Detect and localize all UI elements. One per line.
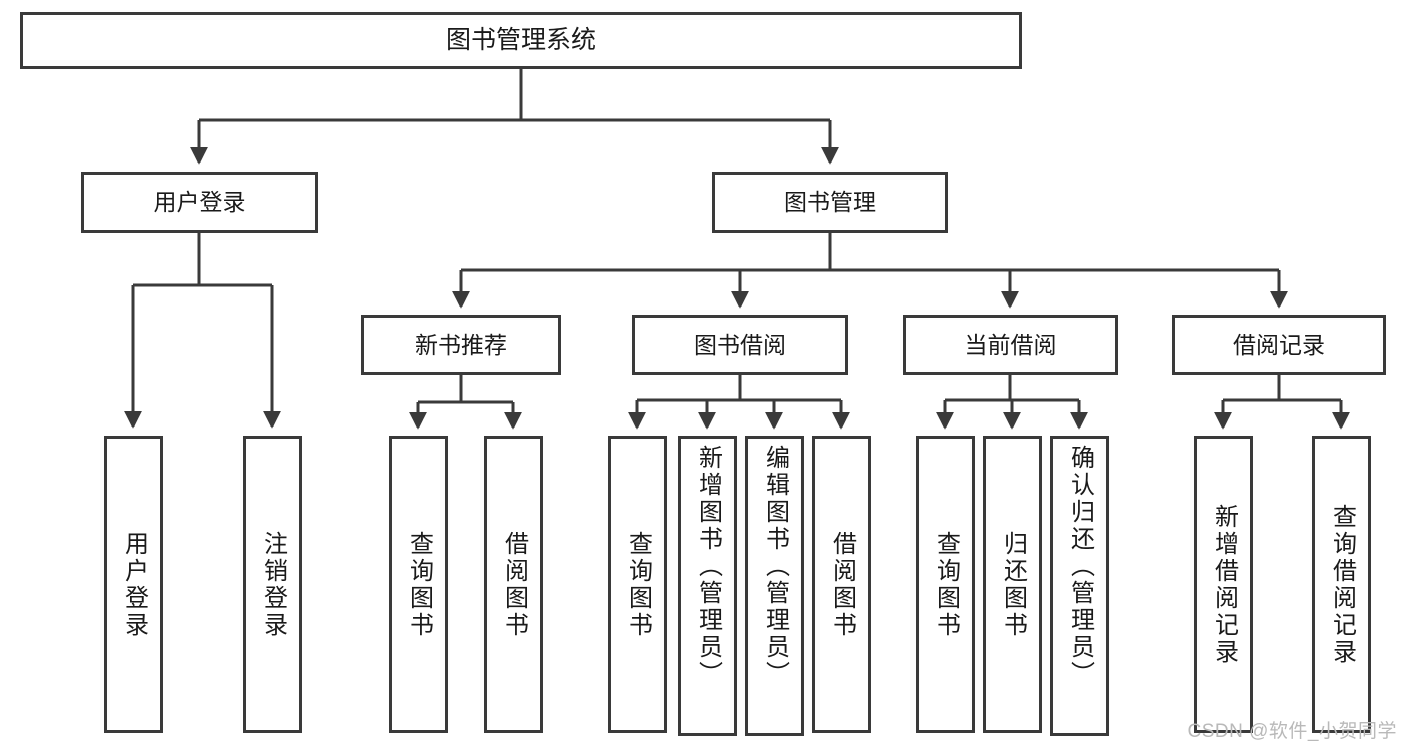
leaf-query-borrow-record[interactable]: 查询借阅记录 — [1312, 436, 1371, 733]
node-label: 编辑图书（管理员） — [761, 445, 789, 688]
node-label: 当前借阅 — [964, 331, 1057, 358]
leaf-user-login[interactable]: 用户登录 — [104, 436, 163, 733]
leaf-borrow-book-recommend[interactable]: 借阅图书 — [484, 436, 543, 733]
leaf-query-book-current[interactable]: 查询图书 — [916, 436, 975, 733]
node-label: 新书推荐 — [415, 331, 507, 358]
leaf-add-book-admin[interactable]: 新增图书（管理员） — [678, 436, 737, 736]
node-label: 注销登录 — [259, 530, 287, 639]
node-new-book-recommend[interactable]: 新书推荐 — [361, 315, 561, 375]
node-label: 查询图书 — [932, 530, 960, 639]
leaf-query-book-borrow[interactable]: 查询图书 — [608, 436, 667, 733]
node-label: 用户登录 — [153, 189, 246, 216]
node-borrow-record[interactable]: 借阅记录 — [1172, 315, 1386, 375]
node-label: 新增借阅记录 — [1210, 503, 1238, 666]
node-label: 用户登录 — [120, 530, 148, 639]
leaf-add-borrow-record[interactable]: 新增借阅记录 — [1194, 436, 1253, 733]
leaf-borrow-book-borrow[interactable]: 借阅图书 — [812, 436, 871, 733]
node-current-borrow[interactable]: 当前借阅 — [903, 315, 1118, 375]
leaf-confirm-return-admin[interactable]: 确认归还（管理员） — [1050, 436, 1109, 736]
node-label: 确认归还（管理员） — [1066, 445, 1094, 688]
node-label: 新增图书（管理员） — [694, 445, 722, 688]
leaf-return-book[interactable]: 归还图书 — [983, 436, 1042, 733]
leaf-query-book-recommend[interactable]: 查询图书 — [389, 436, 448, 733]
leaf-logout-login[interactable]: 注销登录 — [243, 436, 302, 733]
node-label: 图书管理 — [784, 189, 876, 216]
node-root-book-management-system[interactable]: 图书管理系统 — [20, 12, 1022, 69]
node-label: 查询借阅记录 — [1328, 503, 1356, 666]
node-label: 借阅记录 — [1233, 331, 1325, 358]
node-book-borrow[interactable]: 图书借阅 — [632, 315, 848, 375]
node-label: 图书借阅 — [694, 331, 786, 358]
node-label: 查询图书 — [405, 530, 433, 639]
node-label: 查询图书 — [624, 530, 652, 639]
csdn-watermark: CSDN @软件_小贺同学 — [1187, 721, 1397, 742]
leaf-edit-book-admin[interactable]: 编辑图书（管理员） — [745, 436, 804, 736]
node-user-login[interactable]: 用户登录 — [81, 172, 318, 233]
node-label: 借阅图书 — [828, 530, 856, 639]
node-book-management[interactable]: 图书管理 — [712, 172, 948, 233]
node-label: 借阅图书 — [500, 530, 528, 639]
node-label: 图书管理系统 — [445, 26, 596, 55]
node-label: 归还图书 — [999, 530, 1027, 639]
